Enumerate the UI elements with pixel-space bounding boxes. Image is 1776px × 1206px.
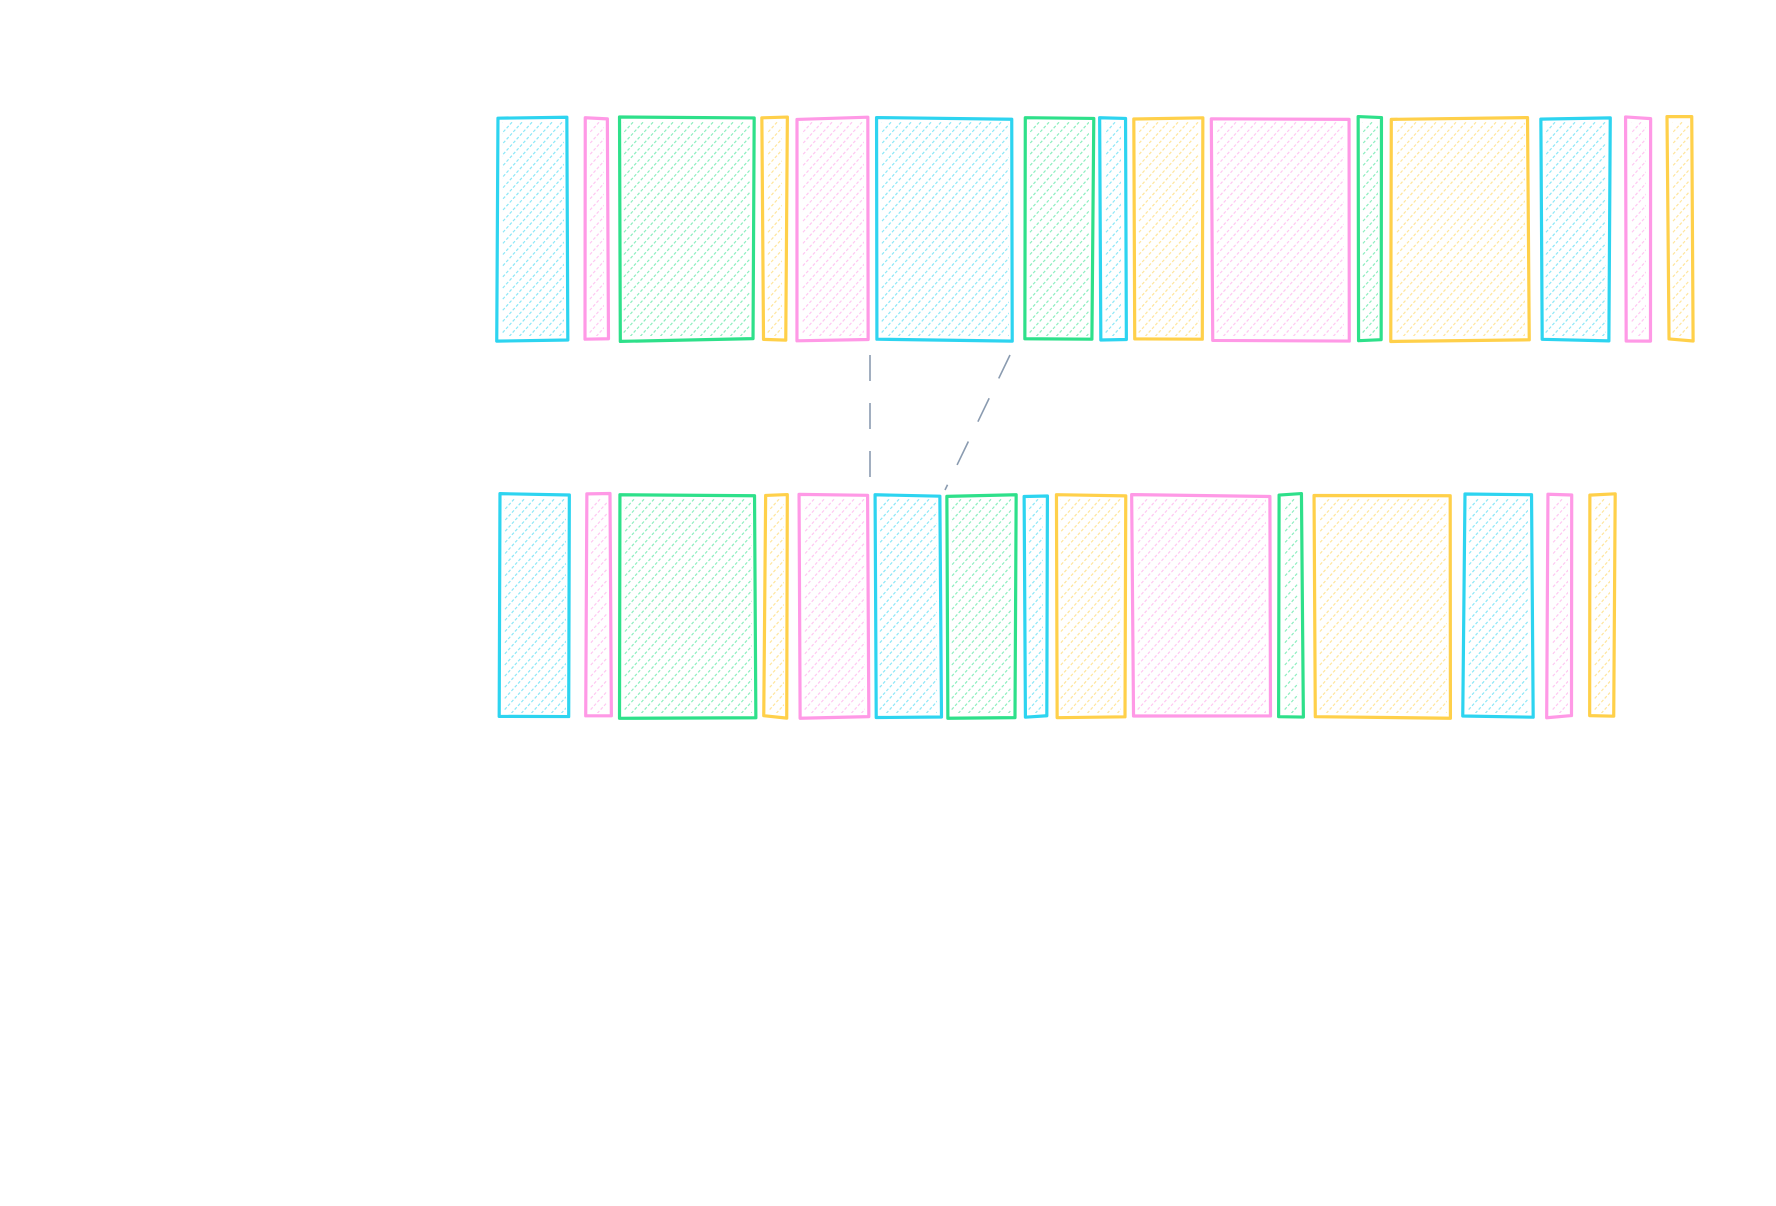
bottom-row — [278, 491, 1776, 720]
yellow-hatched-box[interactable] — [1446, 114, 1776, 343]
hatch-fill — [1545, 122, 1606, 336]
pink-hatched-box[interactable] — [364, 491, 824, 718]
cyan-hatched-box[interactable] — [879, 116, 1339, 342]
pink-hatched-box[interactable] — [576, 115, 1086, 343]
hatch-fill — [804, 499, 865, 713]
hatch-fill — [881, 122, 1009, 336]
yellow-hatched-box[interactable] — [1170, 115, 1740, 344]
box-outline — [760, 115, 789, 342]
cyan-hatched-box[interactable] — [278, 492, 788, 719]
pink-hatched-box[interactable] — [1405, 115, 1776, 343]
box-outline — [1022, 494, 1050, 719]
box-outline — [874, 115, 1014, 343]
box-outline — [1545, 492, 1574, 720]
hatch-fill — [504, 499, 566, 713]
box-outline — [1209, 117, 1351, 343]
green-hatched-box[interactable] — [398, 493, 968, 720]
box-outline — [797, 492, 871, 720]
connector-line — [944, 354, 1011, 491]
hatch-fill — [1137, 499, 1266, 713]
green-hatched-box[interactable] — [803, 116, 1303, 341]
yellow-hatched-box[interactable] — [1368, 492, 1776, 718]
hatch-fill — [1319, 499, 1447, 713]
box-outline — [497, 492, 571, 719]
green-hatched-box[interactable] — [397, 115, 967, 344]
box-outline — [617, 493, 758, 720]
pink-hatched-box[interactable] — [578, 492, 1088, 720]
box-outline — [1132, 116, 1205, 341]
cyan-hatched-box[interactable] — [276, 115, 786, 343]
yellow-hatched-box[interactable] — [834, 493, 1344, 720]
box-outline — [1623, 115, 1653, 343]
box-outline — [583, 116, 611, 341]
box-outline — [945, 493, 1018, 720]
box-outline — [495, 115, 570, 343]
hatch-fill — [623, 122, 750, 336]
box-outline — [1539, 116, 1612, 343]
hatch-fill — [767, 122, 782, 336]
box-outline — [1312, 493, 1453, 720]
box-outline — [1588, 492, 1617, 718]
yellow-hatched-box[interactable] — [912, 116, 1422, 341]
hatch-fill — [1468, 499, 1528, 713]
box-outline — [1389, 115, 1531, 344]
box-outline — [1023, 116, 1096, 341]
box-outline — [1356, 114, 1384, 343]
pink-hatched-box[interactable] — [1326, 492, 1776, 720]
box-outline — [584, 491, 613, 718]
box-outline — [795, 115, 870, 343]
hatch-fill — [879, 499, 937, 713]
green-hatched-box[interactable] — [725, 493, 1225, 720]
cyan-hatched-box[interactable] — [655, 115, 1225, 343]
box-outline — [762, 492, 789, 720]
box-outline — [1130, 493, 1273, 718]
pink-hatched-box[interactable] — [363, 116, 823, 341]
box-outline — [1098, 116, 1128, 342]
hatch-fill — [1396, 122, 1525, 336]
yellow-hatched-box[interactable] — [543, 492, 1003, 720]
hatch-fill — [624, 499, 752, 713]
top-row — [276, 114, 1776, 344]
pink-hatched-box[interactable] — [911, 493, 1481, 718]
cyan-hatched-box[interactable] — [653, 493, 1153, 720]
box-outline — [1277, 491, 1305, 719]
yellow-hatched-box[interactable] — [541, 115, 1001, 342]
hatch-fill — [502, 122, 564, 336]
box-outline — [1054, 493, 1128, 720]
box-outline — [617, 115, 756, 344]
hatch-fill — [1028, 499, 1043, 713]
yellow-hatched-box[interactable] — [1093, 493, 1663, 720]
cyan-hatched-box[interactable] — [802, 494, 1262, 719]
hatch-fill — [1105, 122, 1121, 336]
hatch-fill — [1216, 122, 1344, 336]
hatch-fill — [802, 122, 864, 336]
box-outline — [1461, 492, 1535, 719]
cyan-hatched-box[interactable] — [1242, 492, 1742, 719]
box-outline — [873, 493, 944, 720]
green-hatched-box[interactable] — [1136, 114, 1596, 343]
pink-hatched-box[interactable] — [990, 117, 1560, 343]
hatch-fill — [1060, 499, 1121, 713]
hatch-fill — [1138, 122, 1199, 336]
box-outline — [1665, 114, 1695, 343]
green-hatched-box[interactable] — [1058, 491, 1518, 719]
cyan-hatched-box[interactable] — [1319, 116, 1776, 343]
